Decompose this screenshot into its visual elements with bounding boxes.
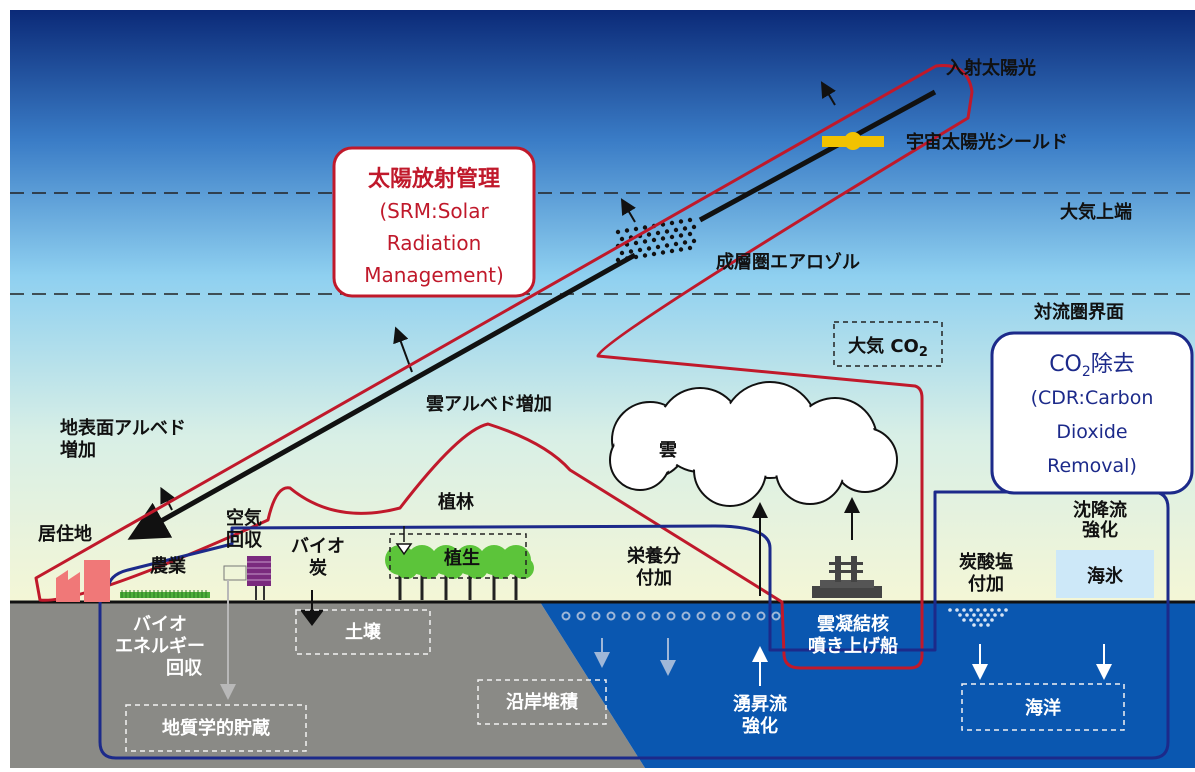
strat-aerosol-label: 成層圏エアロゾル (716, 251, 860, 273)
bioenergy-label-1: バイオ (133, 614, 187, 635)
atm-co2-label: 大気 CO2 (848, 335, 928, 360)
tropopause-label: 対流圏界面 (1033, 301, 1124, 323)
shield-reflect-arrow (820, 81, 836, 106)
ship-icon (812, 556, 882, 598)
agriculture-label: 農業 (150, 555, 187, 577)
upwelling-label-2: 強化 (742, 715, 778, 737)
bioenergy-label-2: エネルギー (115, 636, 205, 657)
toa-label: 大気上端 (1060, 201, 1132, 223)
ocean-box (961, 683, 1125, 731)
bioenergy-label-3: 回収 (166, 658, 203, 679)
atm-co2-box (833, 321, 943, 367)
upwelling-label-1: 湧昇流 (733, 693, 787, 715)
sea-ice-block (1056, 550, 1154, 598)
crop-rows-icon (120, 590, 210, 598)
cloud-fill (612, 384, 895, 504)
coastal-sediment-box (477, 679, 607, 725)
incoming-sunlight-label: 入射太陽光 (946, 57, 1036, 79)
air-capture-label-2: 回収 (226, 530, 263, 551)
space-shield-label: 宇宙太陽光シールド (906, 131, 1068, 153)
surface-albedo-label-1: 地表面アルベド (60, 417, 186, 439)
srm-callout-box (332, 146, 536, 298)
biochar-label-1: バイオ (291, 536, 345, 557)
space-shield-icon (822, 132, 884, 150)
sea-ice-label: 海氷 (1087, 565, 1124, 587)
cdr-line3: Removal) (1047, 455, 1137, 477)
vegetation-box (389, 533, 527, 579)
cloud-albedo-label: 雲アルベド増加 (426, 393, 552, 415)
soil-box (295, 609, 431, 655)
biochar-arrowhead (300, 610, 324, 626)
ocean-label: 海洋 (1025, 697, 1061, 719)
cdr-line2: Dioxide (1056, 421, 1127, 443)
vegetation-label: 植生 (444, 547, 480, 569)
soil-label: 土壌 (345, 621, 382, 643)
sinking-label-1: 沈降流 (1073, 499, 1127, 521)
srm-title: 太陽放射管理 (368, 166, 500, 192)
afforestation-arrowhead (395, 543, 413, 556)
carbonate-particles-icon (948, 608, 1008, 627)
geo-storage-label: 地質学的貯蔵 (162, 717, 270, 739)
nutrient-particles-icon (561, 611, 781, 621)
residence-label: 居住地 (38, 523, 92, 545)
srm-line1: (SRM:Solar (379, 199, 489, 223)
ocean-area (540, 602, 1195, 768)
sky-background (10, 10, 1195, 602)
cdr-boundary (98, 490, 1170, 760)
srm-line3: Management) (364, 263, 504, 287)
surface-albedo-label-2: 増加 (60, 439, 96, 461)
sunlight-beam-lower (127, 252, 637, 540)
srm-boundary (34, 64, 974, 670)
aerosol-particles-icon (615, 217, 697, 263)
cdr-line1: (CDR:Carbon (1031, 387, 1154, 409)
coastal-sediment-label: 沿岸堆積 (506, 691, 579, 713)
cloud-label: 雲 (659, 440, 677, 461)
carbonate-label-1: 炭酸塩 (959, 551, 1013, 573)
biochar-label-2: 炭 (309, 557, 327, 579)
carbonate-label-2: 付加 (968, 573, 1004, 595)
air-capture-device-icon (223, 556, 271, 600)
aerosol-reflect-arrow (620, 198, 636, 223)
air-capture-label-1: 空気 (226, 507, 262, 529)
nutrients-label-2: 付加 (636, 567, 672, 589)
afforestation-label: 植林 (438, 491, 474, 513)
sunlight-beam-upper (698, 89, 937, 223)
factory-icon (56, 560, 110, 602)
cdr-callout-box (990, 331, 1194, 495)
nutrients-label-1: 栄養分 (626, 545, 681, 567)
land-area (10, 602, 645, 768)
srm-line2: Radiation (387, 231, 482, 255)
cloud-ships-label-2: 噴き上げ船 (808, 635, 898, 657)
cdr-title: CO2除去 (1049, 352, 1135, 380)
trees-icon (385, 545, 534, 600)
cloud-ships-label-1: 雲凝結核 (817, 613, 889, 635)
geo-storage-box (125, 704, 307, 752)
sinking-label-2: 強化 (1082, 519, 1118, 541)
